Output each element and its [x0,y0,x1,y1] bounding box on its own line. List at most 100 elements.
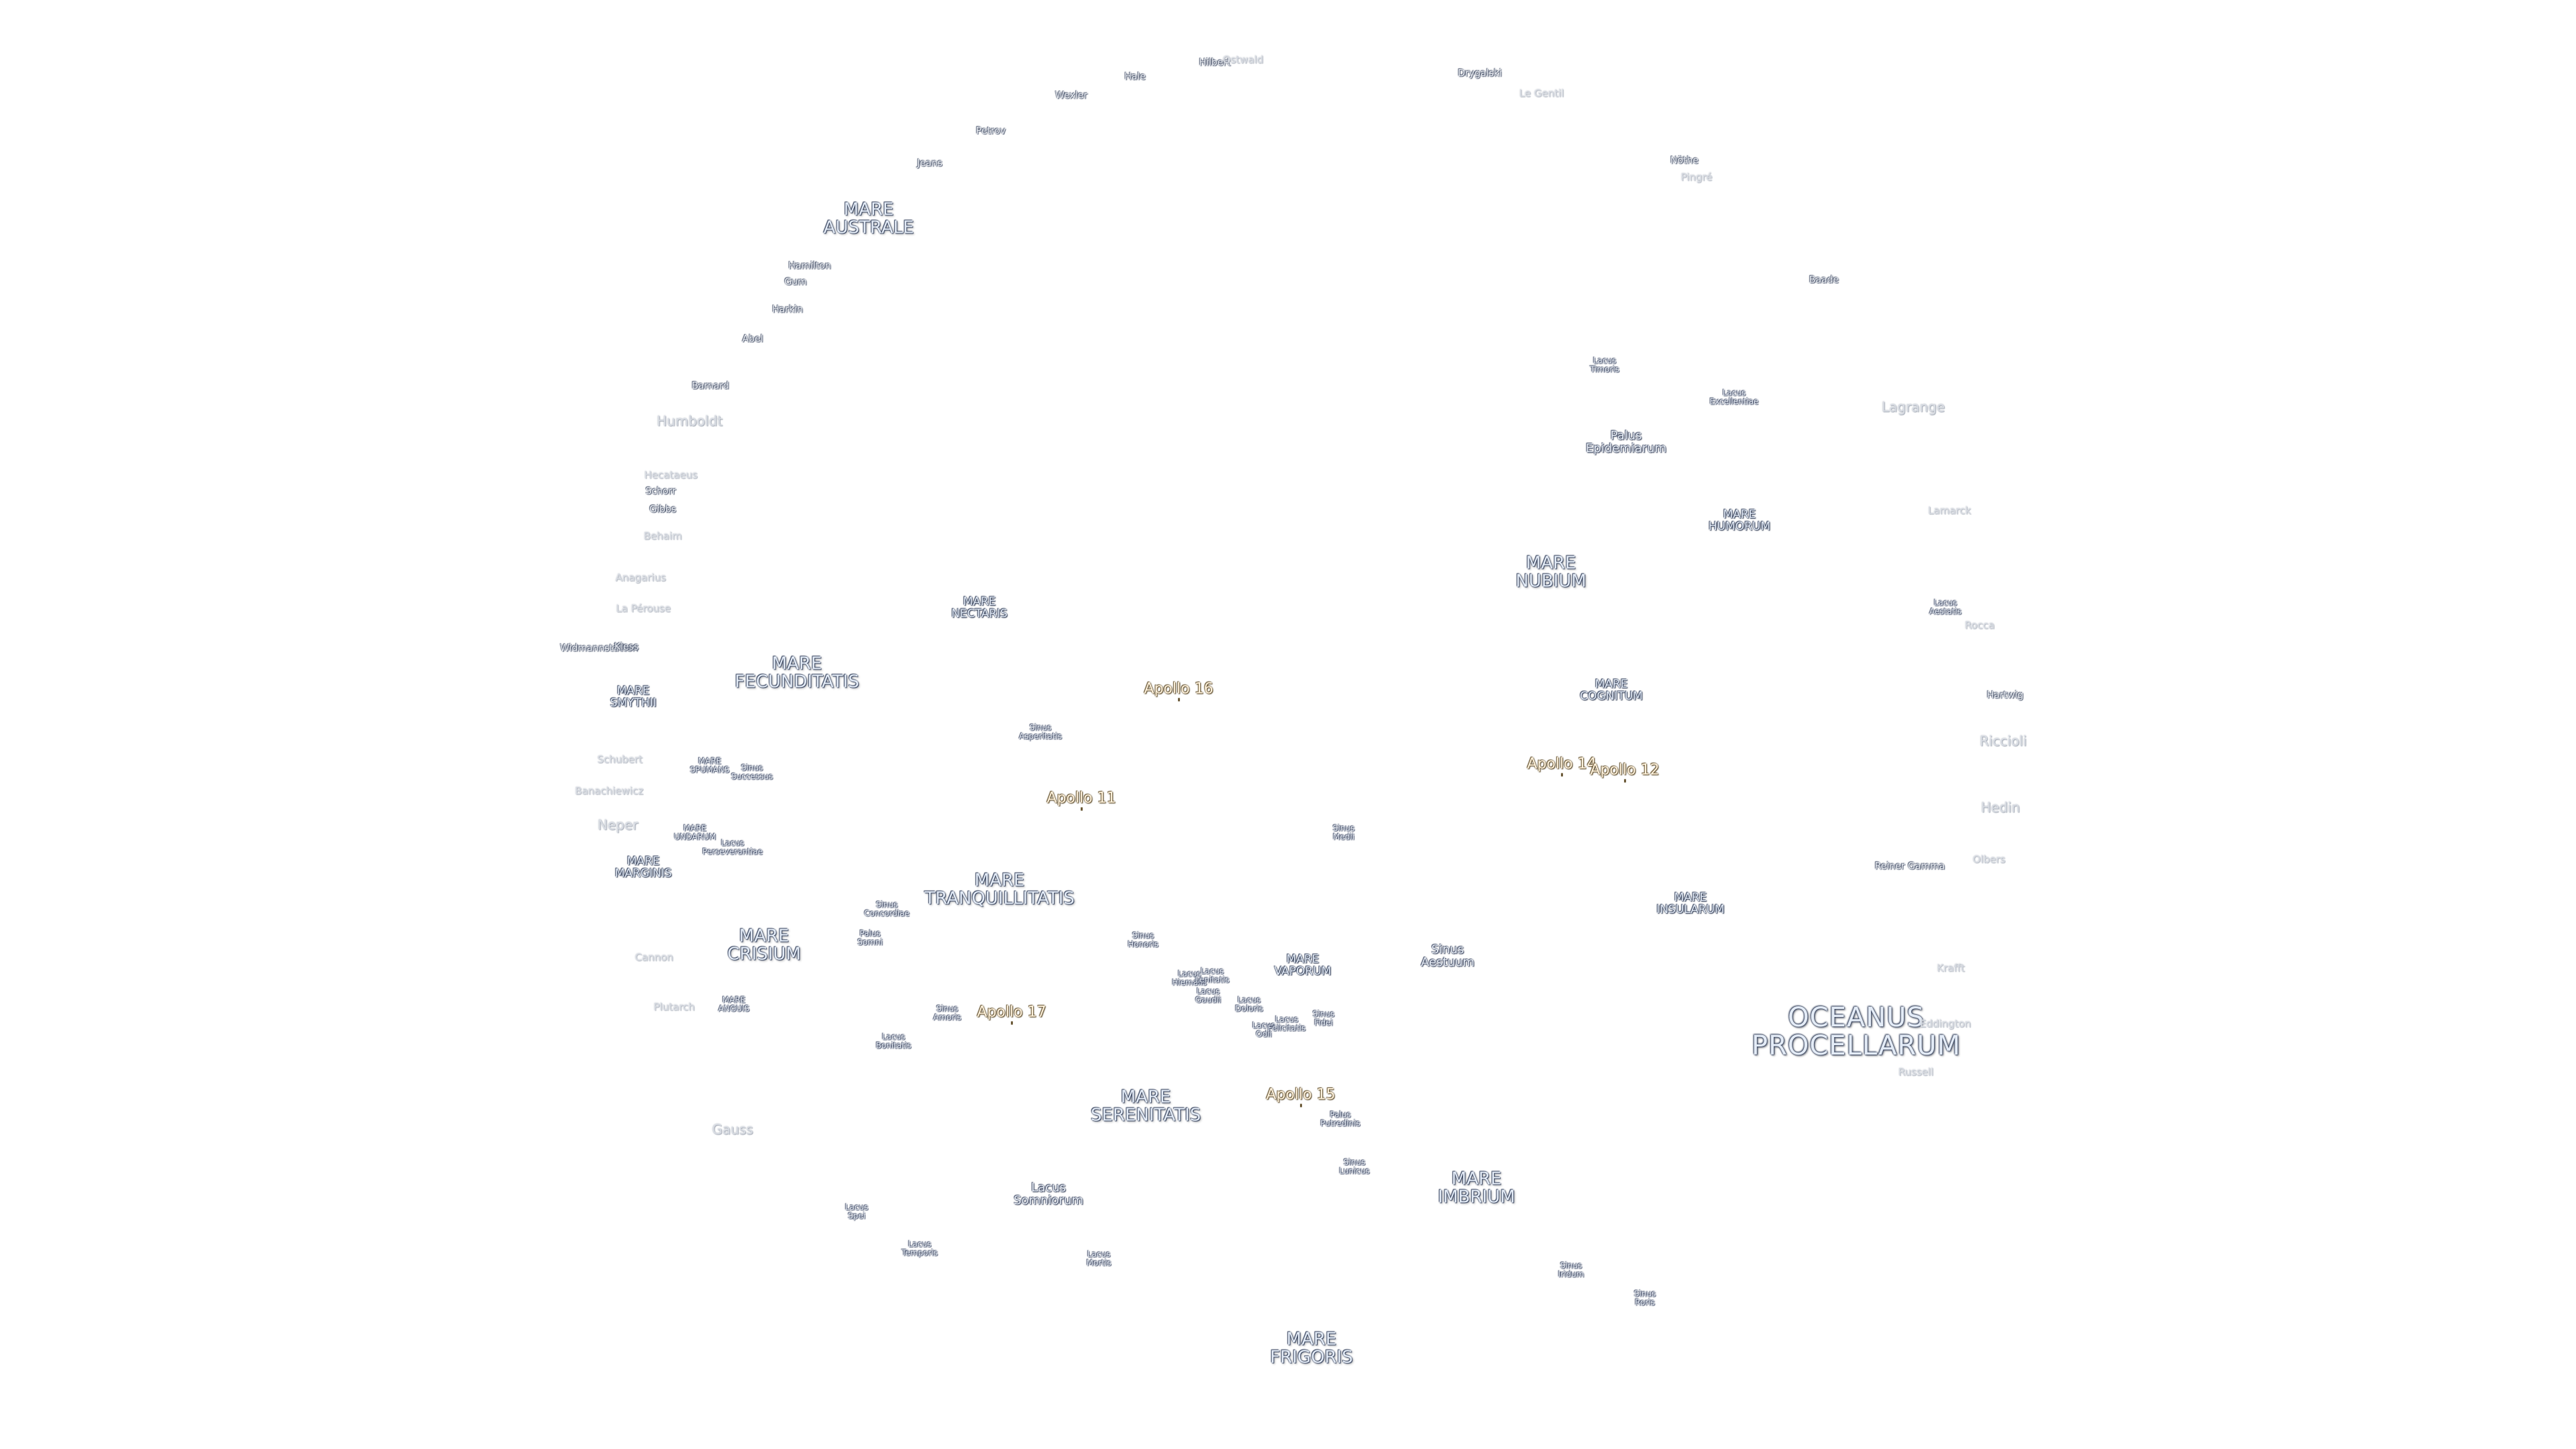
label-line: Barnard [692,380,729,392]
crater-gauss-label: Gauss [712,1121,753,1138]
label-line: OCEANUS [1788,1002,1925,1033]
label-line: Apollo 11 [1046,790,1116,807]
label-line: MARE [974,870,1025,891]
label-line: La Pérouse [616,602,671,615]
label-line: MARE [1120,1087,1171,1108]
crater-hedin-label: Hedin [1980,799,2021,816]
label-line: NUBIUM [1515,572,1587,592]
label-line: Palus [859,928,881,938]
apollo-16-label: Apollo 16 [1144,681,1213,696]
crater-anagarius-label: Anagarius [615,572,666,584]
crater-banachiewicz-label: Banachiewicz [575,786,643,797]
label-line: Rocca [1964,619,1995,632]
apollo-11-label: Apollo 11 [1046,790,1116,806]
label-line: SPUMANS [690,765,730,774]
label-line: Gauss [712,1121,753,1138]
label-line: Honoris [1128,939,1159,949]
label-line: MARE [683,823,707,833]
label-line: Epidemiarum [1585,441,1667,455]
label-line: Russell [1898,1066,1934,1079]
label-line: Hamilton [788,260,831,272]
label-line: Temporis [902,1248,938,1257]
label-line: Mortis [1086,1258,1112,1267]
label-line: Lacus [1087,1249,1111,1259]
crater-abel-label: Abel [743,334,763,345]
label-line: AUSTRALE [823,218,914,238]
label-line: FRIGORIS [1270,1348,1353,1368]
label-line: Lacus [908,1239,932,1249]
label-line: Krafft [1937,962,1965,975]
label-line: Lacus [1031,1181,1066,1195]
crater-harkin-label: Harkin [772,305,803,315]
label-line: COGNITUM [1580,690,1643,703]
crater-hartwig-label: Hartwig [1987,690,2024,701]
label-line: MARE [1674,891,1707,905]
crater-humboldt-label: Humboldt [657,414,722,429]
label-line: Spei [848,1211,865,1220]
label-line: Palus [1330,1110,1351,1120]
crater-drygalski-label: Drygalski [1458,68,1501,79]
label-line: VAPORUM [1274,965,1332,978]
label-line: Jeans [917,158,943,169]
apollo-15-label: Apollo 15 [1266,1087,1335,1102]
label-line: Asperitatis [1018,731,1063,741]
crater-lagrange-label: Lagrange [1882,400,1945,415]
crater-rocca-label: Rocca [1964,619,1995,632]
crater-schubert-label: Schubert [597,754,643,765]
label-line: Schorr [645,486,676,497]
label-line: Lacus [1593,356,1617,366]
label-line: Sinus [1560,1260,1582,1271]
label-line: Widmannstätten [559,643,639,654]
label-line: Hilbert [1199,57,1231,68]
label-line: IMBRIUM [1438,1187,1515,1208]
label-line: Hedin [1980,799,2021,816]
crater-russell-label: Russell [1898,1067,1933,1078]
label-line: Lagrange [1881,398,1945,415]
label-line: Apollo 17 [977,1004,1046,1021]
label-line: Aestatis [1929,606,1962,616]
label-line: Gaudii [1195,995,1222,1004]
label-line: Successus [731,771,773,781]
label-line: Lacus [881,1032,906,1042]
label-line: Sinus [741,763,763,773]
crater-baade-label: Baade [1809,275,1839,286]
crater-olbers-label: Olbers [1973,854,2006,865]
label-line: Anagarius [615,572,666,584]
label-line: Ostwald [1222,54,1264,66]
label-line: Lacus [1933,598,1957,608]
label-line: Amoris [933,1012,961,1022]
label-line: Bonitatis [875,1040,912,1050]
crater-hamilton-label: Hamilton [788,260,831,272]
label-line: Lacus [1177,969,1201,979]
label-line: MARE [627,855,660,869]
label-line: Sinus [1431,943,1464,957]
label-line: MARE [1723,508,1756,522]
label-line: Banachiewicz [575,785,643,798]
label-line: MARE [739,926,790,947]
label-line: Hiemalis [1172,977,1207,987]
